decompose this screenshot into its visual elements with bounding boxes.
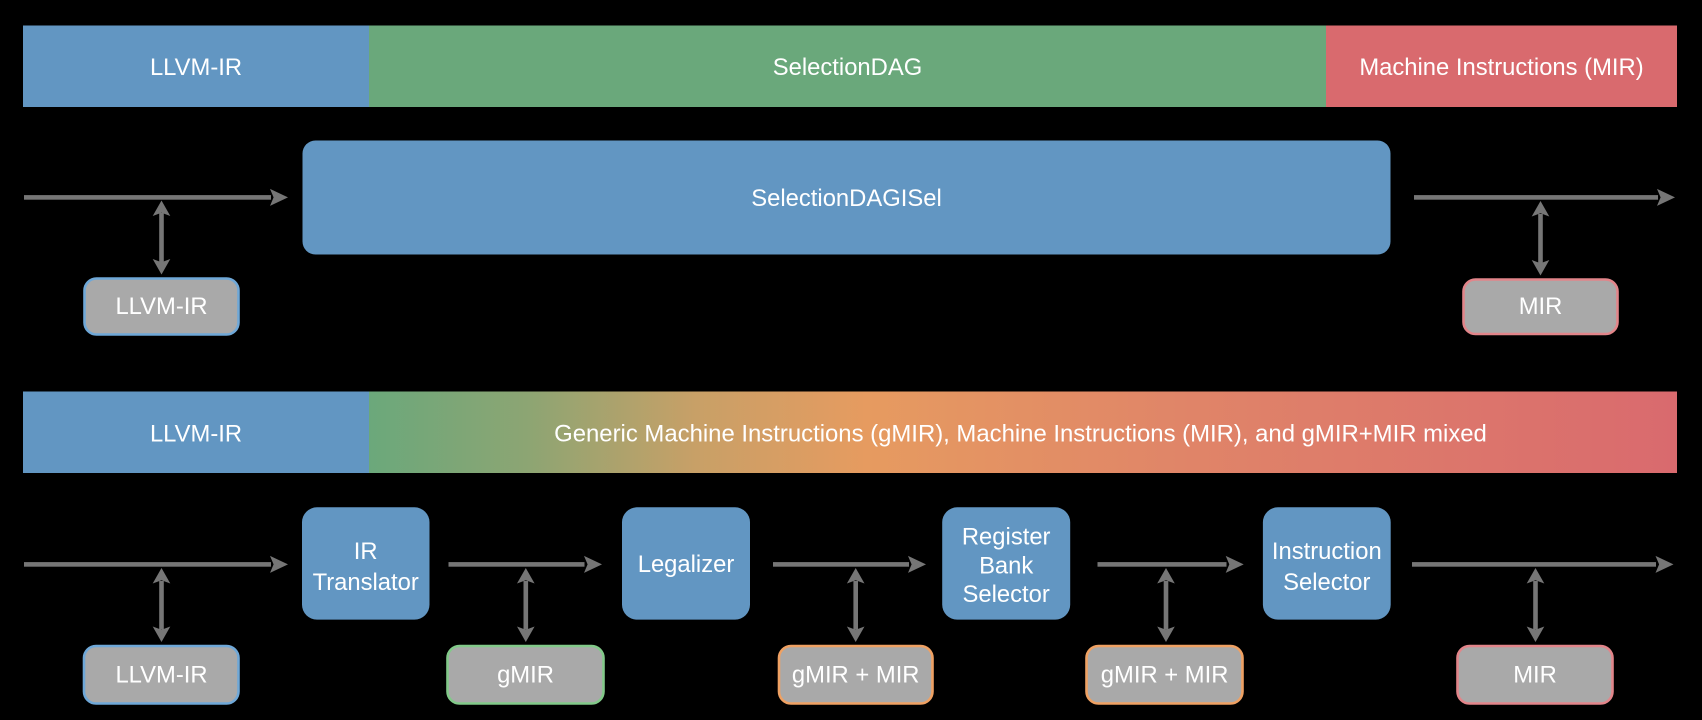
svg-text:Generic Machine Instructions (: Generic Machine Instructions (gMIR), Mac… [554, 421, 1487, 448]
svg-text:Translator: Translator [313, 569, 419, 596]
svg-text:gMIR + MIR: gMIR + MIR [1101, 662, 1229, 689]
svg-text:LLVM-IR: LLVM-IR [115, 293, 207, 320]
svg-text:Selector: Selector [963, 581, 1050, 608]
svg-text:Machine Instructions (MIR): Machine Instructions (MIR) [1359, 54, 1643, 81]
svg-text:LLVM-IR: LLVM-IR [115, 662, 207, 689]
svg-text:Bank: Bank [979, 552, 1033, 579]
svg-text:Legalizer: Legalizer [638, 551, 735, 578]
svg-text:Selector: Selector [1283, 569, 1370, 596]
svg-text:MIR: MIR [1519, 293, 1563, 320]
svg-text:SelectionDAG: SelectionDAG [773, 54, 922, 81]
svg-text:gMIR + MIR: gMIR + MIR [792, 662, 920, 689]
svg-text:SelectionDAGISel: SelectionDAGISel [751, 185, 941, 212]
svg-text:Instruction: Instruction [1272, 538, 1382, 565]
svg-text:IR: IR [354, 538, 378, 565]
svg-text:LLVM-IR: LLVM-IR [150, 421, 242, 448]
svg-text:MIR: MIR [1513, 662, 1557, 689]
svg-text:Register: Register [962, 523, 1051, 550]
svg-text:gMIR: gMIR [497, 662, 554, 689]
svg-text:LLVM-IR: LLVM-IR [150, 54, 242, 81]
